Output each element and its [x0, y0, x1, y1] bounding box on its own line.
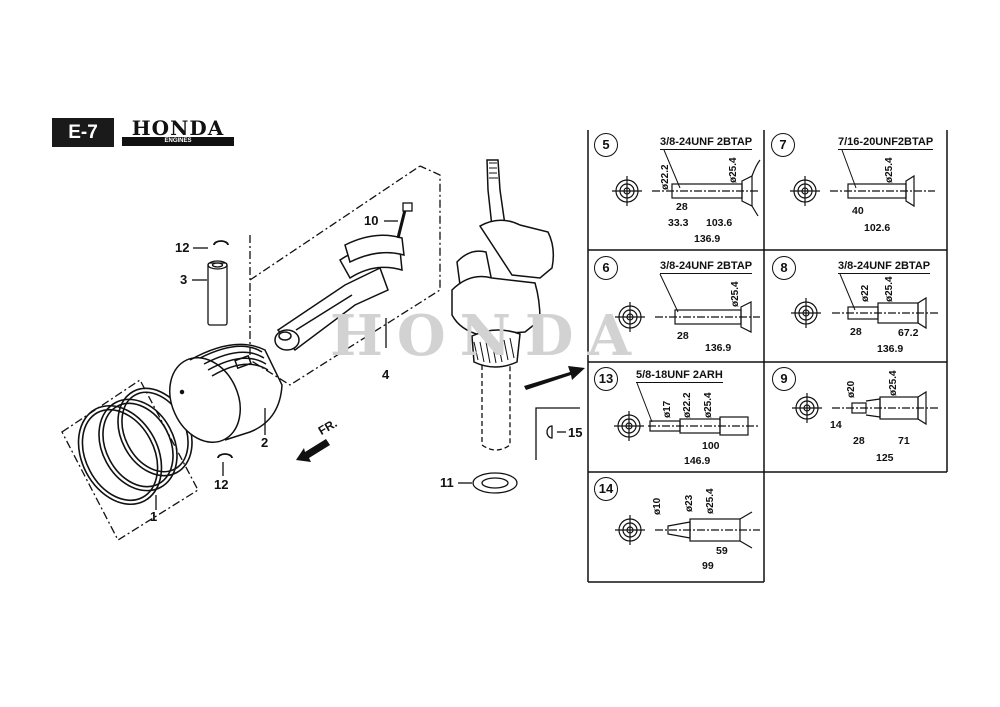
piston-rings-group-box [61, 379, 199, 541]
callout-piston-rings: 1 [150, 509, 158, 524]
front-direction-arrow [296, 439, 330, 462]
crankshaft-type-table-grid [587, 130, 948, 583]
shaft-profile-5 [652, 159, 761, 217]
shaft-profile-13 [648, 416, 760, 436]
pto-shaft-outline [481, 365, 511, 451]
type-number-8: 8 [772, 256, 796, 280]
dia-8-b: ø25.4 [884, 276, 895, 302]
len-13-b: 146.9 [684, 455, 711, 467]
thread-spec-13: 5/8-18UNF 2ARH [636, 369, 723, 383]
len-13-a: 100 [702, 440, 720, 452]
callout-piston: 2 [261, 435, 269, 450]
dia-9-a: ø20 [846, 380, 857, 398]
end-view-9 [792, 393, 822, 423]
thread-spec-5: 3/8-24UNF 2BTAP [660, 136, 753, 150]
shaft-profile-7 [830, 174, 935, 208]
brand-wordmark: HONDA [131, 116, 225, 140]
dia-6-a: ø25.4 [730, 281, 741, 307]
len-8-a: 28 [850, 326, 862, 338]
len-9-c: 71 [898, 435, 910, 447]
len-6-a: 28 [677, 330, 689, 342]
shaft-profile-8 [832, 296, 940, 330]
end-view-14 [615, 515, 645, 545]
type-number-9: 9 [772, 367, 796, 391]
shaft-profile-9 [832, 390, 940, 426]
type-number-6: 6 [594, 256, 618, 280]
callout-rod-bolt: 10 [364, 213, 379, 228]
type-number-5: 5 [594, 133, 618, 157]
dia-13-b: ø22.2 [682, 392, 693, 418]
crankshaft [451, 159, 555, 368]
shaft-profiles [612, 159, 940, 549]
connecting-rod-bolt [396, 202, 413, 239]
callout-clip-top: 12 [175, 240, 190, 255]
len-9-a: 14 [830, 419, 842, 431]
dia-14-a: ø10 [652, 497, 663, 515]
thread-spec-6: 3/8-24UNF 2BTAP [660, 260, 753, 274]
dia-9-b: ø25.4 [888, 370, 899, 396]
len-8-c: 136.9 [877, 343, 904, 355]
len-9-d: 125 [876, 452, 894, 464]
len-7-a: 40 [852, 205, 864, 217]
dia-14-c: ø25.4 [705, 488, 716, 514]
connecting-rod-group-box [249, 165, 441, 386]
woodruff-key [546, 425, 553, 439]
len-5-a: 28 [676, 201, 688, 213]
callout-thrust-washer: 11 [440, 475, 454, 490]
piston-pin-clip-top [213, 240, 229, 246]
callout-piston-pin: 3 [180, 272, 188, 287]
dia-14-b: ø23 [684, 494, 695, 512]
len-5-c: 103.6 [706, 217, 733, 229]
shaft-profile-14 [655, 511, 760, 549]
len-6-b: 136.9 [705, 342, 732, 354]
pointer-arrow [524, 366, 585, 390]
piston [169, 343, 283, 443]
len-7-b: 102.6 [864, 222, 891, 234]
brand-subtitle: ENGINES [122, 137, 234, 146]
type-number-14: 14 [594, 477, 618, 501]
len-14-a: 59 [716, 545, 728, 557]
dia-7-a: ø25.4 [884, 157, 895, 183]
dia-13-a: ø17 [662, 400, 673, 418]
len-5-d: 136.9 [694, 233, 721, 245]
shaft-profile-6 [655, 301, 760, 333]
dia-13-c: ø25.4 [703, 392, 714, 418]
connecting-rod [274, 234, 405, 352]
piston-pin [207, 260, 228, 326]
thrust-washer [472, 472, 518, 494]
dia-8-a: ø22 [860, 284, 871, 302]
honda-engines-logo: HONDA ENGINES [122, 118, 234, 148]
end-view-5 [612, 176, 642, 206]
end-view-7 [790, 176, 820, 206]
end-view-13 [614, 411, 644, 441]
section-code-badge: E-7 [52, 118, 114, 147]
callout-clip-bottom: 12 [214, 477, 229, 492]
dia-5-b: ø25.4 [728, 157, 739, 183]
callout-woodruff-key: 15 [568, 425, 583, 440]
callout-connecting-rod: 4 [382, 367, 390, 382]
dia-5-a: ø22.2 [660, 164, 671, 190]
len-5-b: 33.3 [668, 217, 689, 229]
thread-spec-7: 7/16-20UNF2BTAP [838, 136, 934, 150]
thread-spec-8: 3/8-24UNF 2BTAP [838, 260, 931, 274]
type-number-7: 7 [771, 133, 795, 157]
type-number-13: 13 [594, 367, 618, 391]
end-view-6 [615, 302, 645, 332]
len-14-b: 99 [702, 560, 714, 572]
end-view-8 [791, 298, 821, 328]
key-bracket [535, 407, 580, 460]
len-8-b: 67.2 [898, 327, 919, 339]
len-9-b: 28 [853, 435, 865, 447]
piston-pin-clip-bottom [217, 453, 233, 459]
